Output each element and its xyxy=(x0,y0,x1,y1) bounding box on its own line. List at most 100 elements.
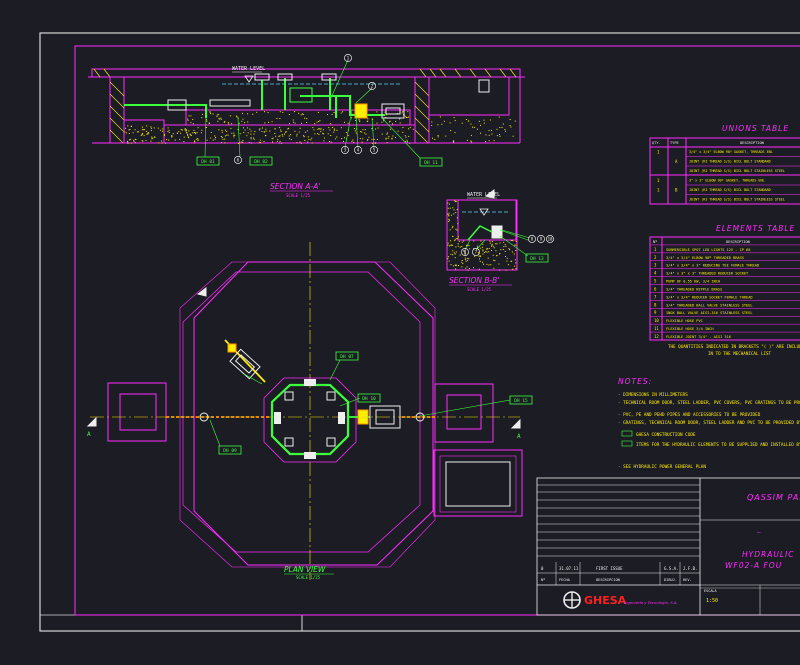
svg-text:3: 3 xyxy=(344,148,347,153)
title-block: 0 31.07.11 FIRST ISSUE G.S.A. J.F.B. Nº FECHA… xyxy=(536,477,800,616)
revision-header: FECHA xyxy=(559,578,571,582)
svg-text:JOINT (RI THREAD S/S) BICL BOL: JOINT (RI THREAD S/S) BICL BOLT STANDARD xyxy=(689,188,771,192)
revision-cell: G.S.A. xyxy=(664,566,678,571)
elements-table-title: ELEMENTS TABLE xyxy=(716,224,795,233)
svg-text:10: 10 xyxy=(654,318,659,323)
water-level-label: WATER LEVEL xyxy=(232,66,265,72)
svg-text:DH 15: DH 15 xyxy=(514,398,528,404)
callout-bubble: 6 xyxy=(234,156,242,164)
svg-text:DH 10: DH 10 xyxy=(362,396,376,402)
detail-tag: DH 01 xyxy=(196,156,220,166)
svg-text:- PVC, PE AND PEHD PIPES AND A: - PVC, PE AND PEHD PIPES AND ACCESSORIES… xyxy=(618,412,761,418)
elements-header-desc: DESCRIPTION xyxy=(726,240,750,244)
note-item: ITEMS FOR THE HYDRAULIC ELEMENTS TO BE S… xyxy=(621,440,800,448)
svg-text:- SEE HYDRAULIC POWER GENERAL: - SEE HYDRAULIC POWER GENERAL PLAN xyxy=(618,464,706,470)
svg-text:DH 02: DH 02 xyxy=(254,159,268,165)
unions-row: JOINT (RI THREAD S/S) BICL BOLT STAINLES… xyxy=(689,198,785,202)
callout-bubble: 7 xyxy=(472,248,480,256)
drawing-title-2: WF02-A FOU xyxy=(725,561,782,570)
callout-bubble: 4 xyxy=(354,146,362,154)
svg-text:3: 3 xyxy=(654,263,657,268)
svg-text:9: 9 xyxy=(540,237,543,242)
unions-header-type: TYPE xyxy=(670,141,679,145)
water-level-label-bb: WATER LEVEL xyxy=(467,192,500,198)
scale-label: ESCALA xyxy=(704,589,718,593)
svg-text:3/4" x 3/4" ELBOW 90º THREADED: 3/4" x 3/4" ELBOW 90º THREADED BRASS xyxy=(666,256,744,260)
svg-text:5: 5 xyxy=(373,148,376,153)
svg-text:- DIMENSIONS IN MILLIMETERS: - DIMENSIONS IN MILLIMETERS xyxy=(618,392,688,398)
svg-text:SUBMERSIBLE SPOT LED LIGHTS 12: SUBMERSIBLE SPOT LED LIGHTS 12V - IP 68 xyxy=(666,248,750,252)
elements-row: 3 3/4" x 3/4" x 3" REDUCING TEE FEMALE TH… xyxy=(654,263,759,268)
svg-text:8: 8 xyxy=(531,237,534,242)
plan-view-scale: SCALE 1/25 xyxy=(296,575,321,580)
unions-row: A JOINT (RI THREAD S/S) BICL BOLT STANDAR… xyxy=(675,159,771,164)
svg-text:9: 9 xyxy=(654,310,657,315)
svg-text:6: 6 xyxy=(654,286,657,291)
svg-text:10: 10 xyxy=(548,237,553,242)
svg-text:6: 6 xyxy=(237,158,240,163)
svg-text:11: 11 xyxy=(654,326,659,331)
revision-header: DESCRIPCION xyxy=(596,578,620,582)
revision-cell: J.F.B. xyxy=(683,566,697,571)
svg-text:JOINT (RI THREAD S/S) BICL BOL: JOINT (RI THREAD S/S) BICL BOLT STANDARD xyxy=(689,160,771,164)
svg-text:8: 8 xyxy=(654,302,657,307)
callout-bubble: 9 xyxy=(537,235,545,243)
elements-row: 7 3/4" x 3/4" REDUCER SOCKET FEMALE THREA… xyxy=(654,294,753,299)
svg-text:PUMP OF 0.55 KW, 3/4 INCH: PUMP OF 0.55 KW, 3/4 INCH xyxy=(666,280,720,284)
elements-footnote: THE QUANTITIES INDICATED IN BRACKETS "( … xyxy=(668,344,800,356)
svg-text:—: — xyxy=(757,529,761,536)
svg-text:1: 1 xyxy=(347,56,350,61)
revision-cell: 0 xyxy=(541,566,544,571)
note-item: GHESA CONSTRUCTION CODE xyxy=(621,430,696,438)
section-bb-scale: SCALE 1/25 xyxy=(467,287,492,292)
svg-text:3/4" x 3/4" x 3" REDUCING TEE: 3/4" x 3/4" x 3" REDUCING TEE FEMALE THR… xyxy=(666,264,759,268)
svg-text:A: A xyxy=(675,159,678,164)
notes-block: NOTES: - DIMENSIONS IN MILLIMETERS- TECH… xyxy=(618,377,800,470)
svg-text:1: 1 xyxy=(654,247,657,252)
revision-cell: 31.07.11 xyxy=(559,566,579,571)
svg-text:3" x 3" ELBOW 90º GASKET, THRE: 3" x 3" ELBOW 90º GASKET, THREADS ENL xyxy=(689,179,765,183)
note-item: - DIMENSIONS IN MILLIMETERS xyxy=(618,392,688,398)
unions-header-desc: DESCRIPTION xyxy=(740,141,764,145)
elements-row: 10 FLEXIBLE HOSE PVC xyxy=(654,318,703,323)
svg-text:3/4" x 3" x 3" THREADED REDUCE: 3/4" x 3" x 3" THREADED REDUCER SOCKET xyxy=(666,272,749,276)
note-item: - SEE HYDRAULIC POWER GENERAL PLAN xyxy=(618,464,706,470)
svg-text:3/4" x 3/4" REDUCER SOCKET FEM: 3/4" x 3/4" REDUCER SOCKET FEMALE THREAD xyxy=(666,295,753,299)
section-marker-left: A xyxy=(87,431,91,438)
svg-text:7: 7 xyxy=(475,250,478,255)
svg-text:DH 07: DH 07 xyxy=(340,354,354,360)
section-marker-right: A xyxy=(517,433,521,440)
svg-text:INOX BALL VALVE AISI-316 STAIN: INOX BALL VALVE AISI-316 STAINLESS STEEL xyxy=(666,311,753,315)
company-brand: GHESA xyxy=(584,594,627,607)
company-logo: GHESA Ingeniería y Tecnología, S.A. xyxy=(563,591,678,609)
section-aa-title: SECTION A-A' xyxy=(270,182,320,191)
svg-text:7: 7 xyxy=(654,294,657,299)
note-item: - GRATINGS, TECHNICAL ROOM DOOR, STEEL L… xyxy=(618,420,800,426)
svg-text:DH 11: DH 11 xyxy=(424,160,438,166)
svg-text:- TECHNICAL ROOM DOOR, STEEL L: - TECHNICAL ROOM DOOR, STEEL LADDER, PVC… xyxy=(618,400,800,406)
revision-header: REV. xyxy=(683,578,692,582)
svg-text:3/4" THREADED BALL VALVE STAIN: 3/4" THREADED BALL VALVE STAINLESS STEEL xyxy=(666,303,753,307)
svg-text:12: 12 xyxy=(654,334,659,339)
revision-cell: FIRST ISSUE xyxy=(596,566,623,571)
elements-row: 8 3/4" THREADED BALL VALVE STAINLESS STEE… xyxy=(654,302,753,307)
callout-bubble: 6 xyxy=(461,248,469,256)
detail-tag: DH 15 xyxy=(509,395,533,405)
company-subtitle: Ingeniería y Tecnología, S.A. xyxy=(624,600,678,605)
svg-text:FLEXIBLE HOSE PVC: FLEXIBLE HOSE PVC xyxy=(666,319,703,323)
svg-text:DH 01: DH 01 xyxy=(201,159,215,165)
drawing-title-1: HYDRAULIC xyxy=(742,550,794,559)
svg-text:5: 5 xyxy=(654,279,657,284)
revision-header: Nº xyxy=(541,578,545,582)
elements-row: 5 PUMP OF 0.55 KW, 3/4 INCH xyxy=(654,279,720,284)
elements-row: 9 INOX BALL VALVE AISI-316 STAINLESS STEE… xyxy=(654,310,753,315)
